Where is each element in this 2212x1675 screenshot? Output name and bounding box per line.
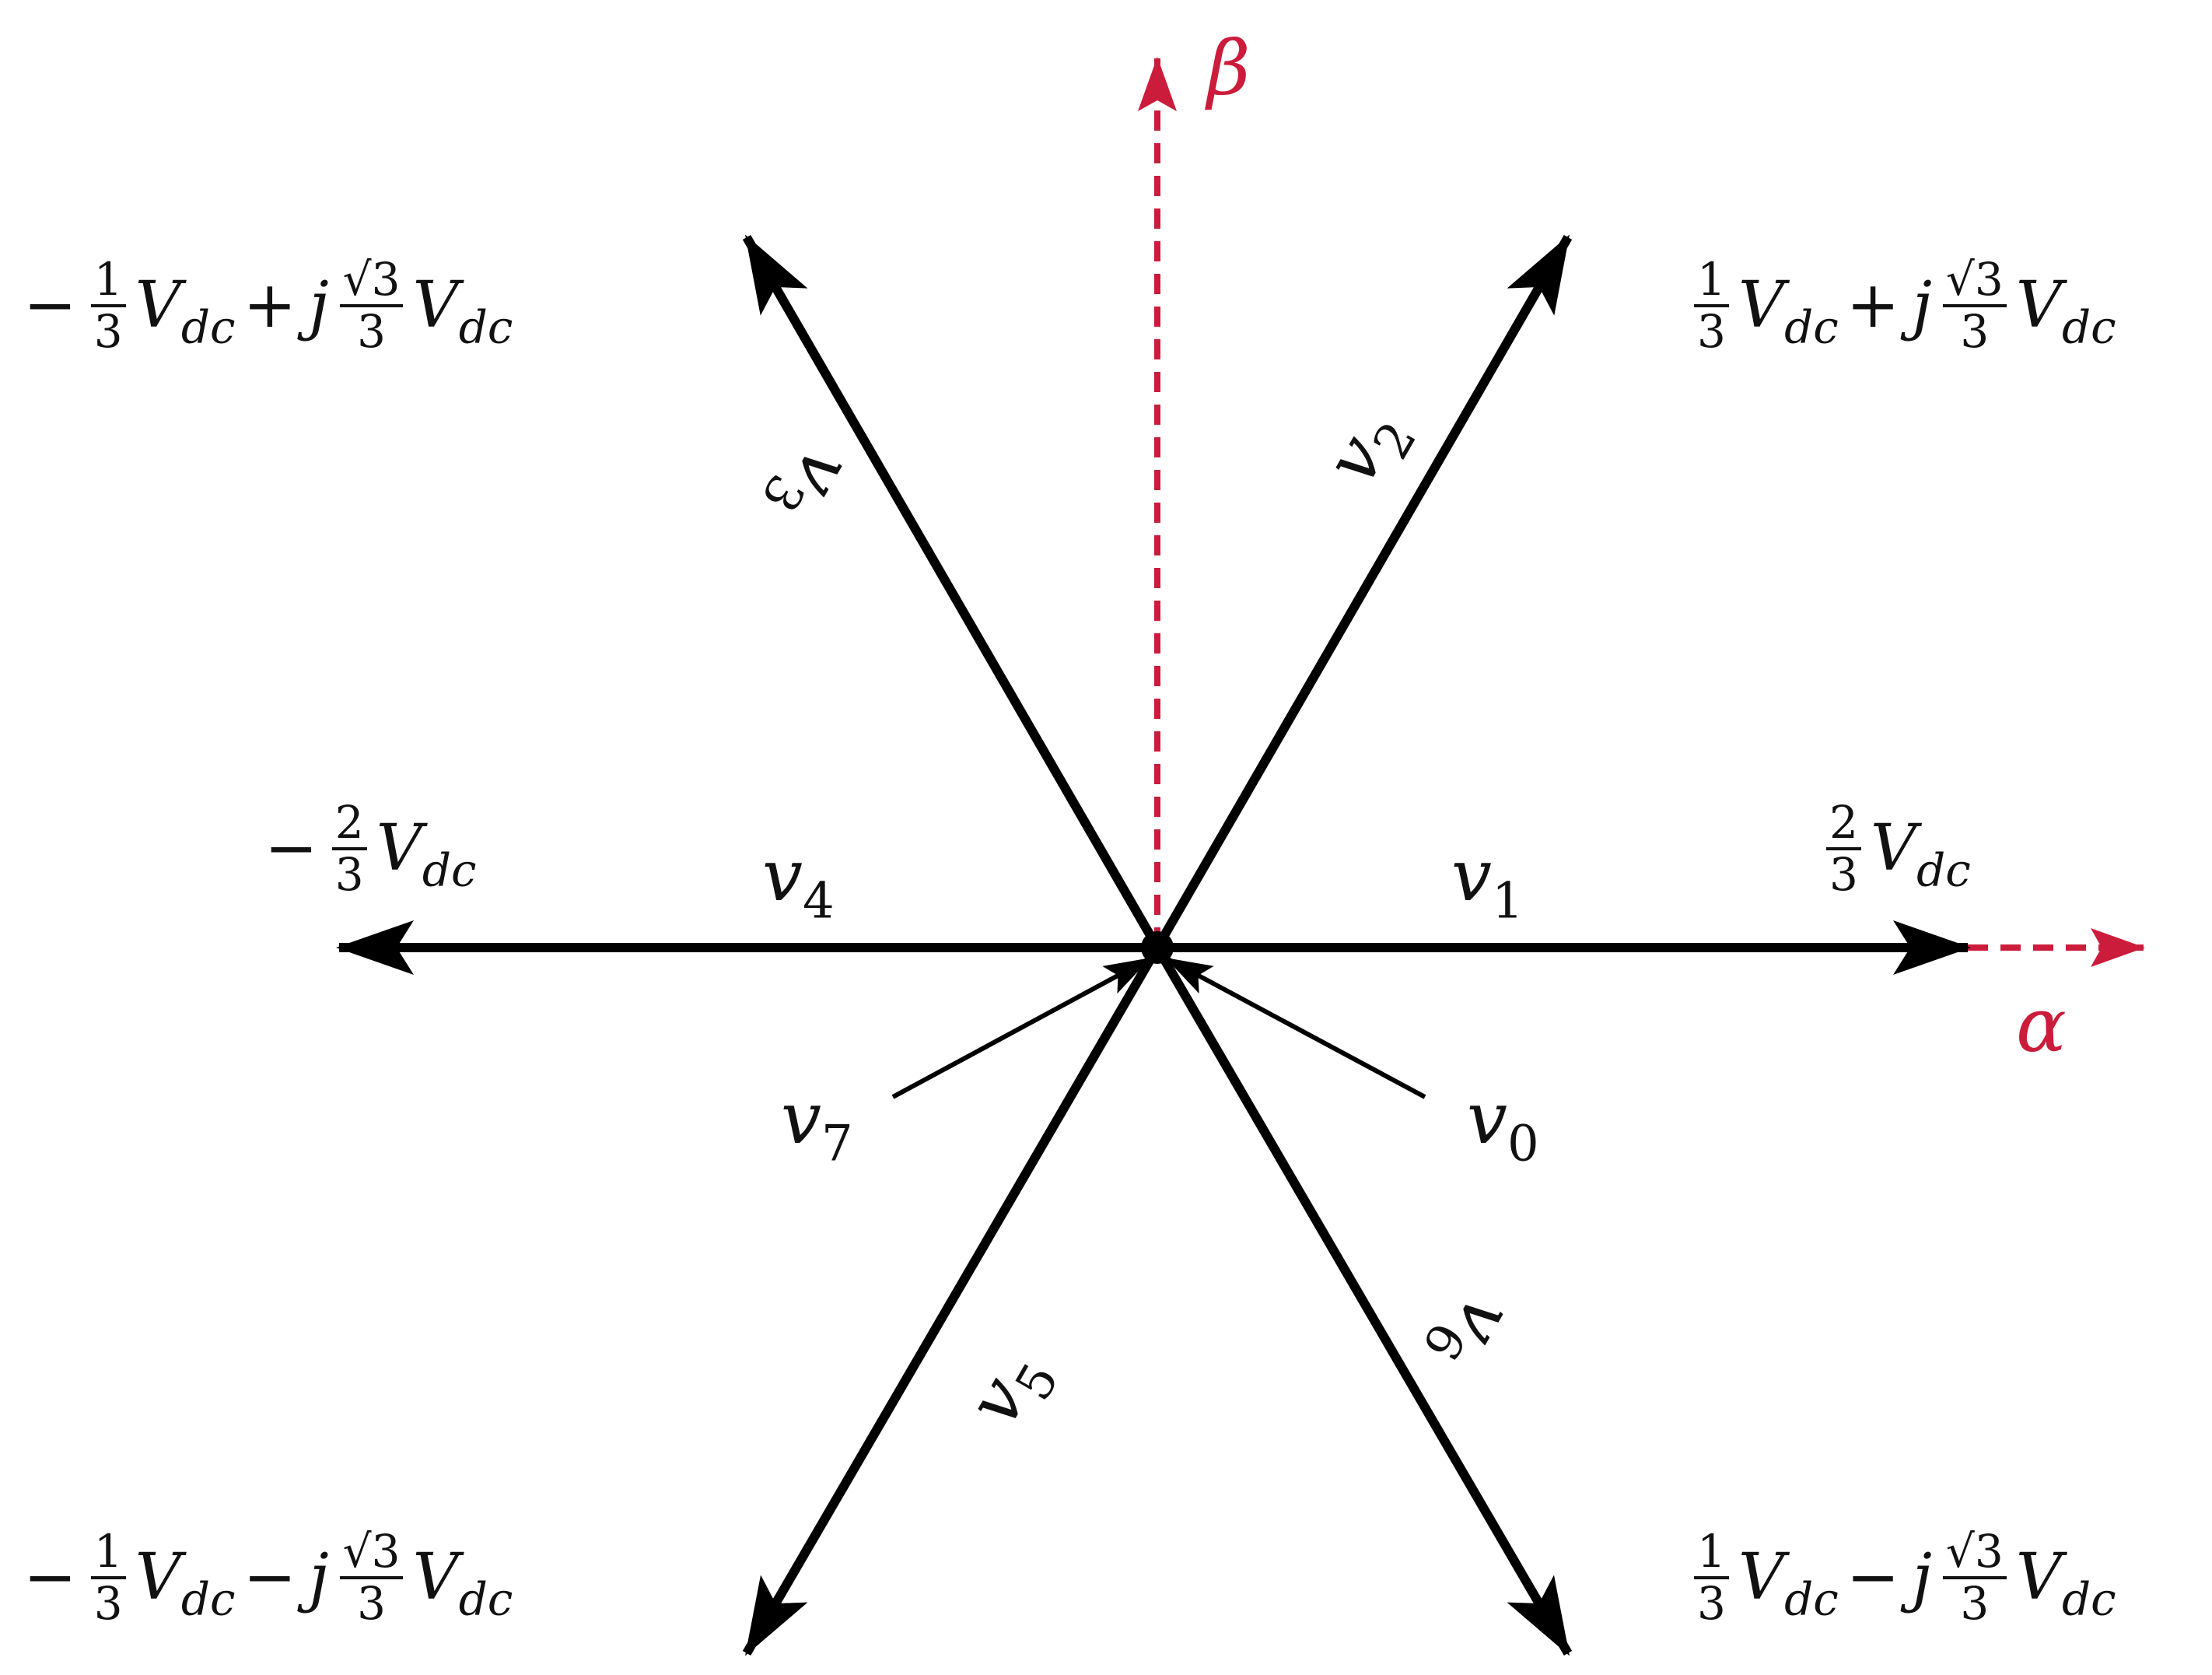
label-v1: v1 xyxy=(1451,834,1524,930)
alpha-label: α xyxy=(2016,982,2067,1069)
origin-point xyxy=(1141,931,1174,964)
pointer-v0 xyxy=(1165,956,1426,1099)
label-v7: v7 xyxy=(781,1077,853,1173)
vector-v2 xyxy=(1153,234,1573,951)
label-v0: v0 xyxy=(1467,1077,1539,1173)
beta-label: β xyxy=(1207,25,1251,112)
vector-v3 xyxy=(742,234,1162,951)
vector-v5 xyxy=(742,944,1162,1656)
label-v4: v4 xyxy=(762,834,835,930)
vector-v6 xyxy=(1153,944,1573,1656)
pointer-v7 xyxy=(891,956,1151,1099)
